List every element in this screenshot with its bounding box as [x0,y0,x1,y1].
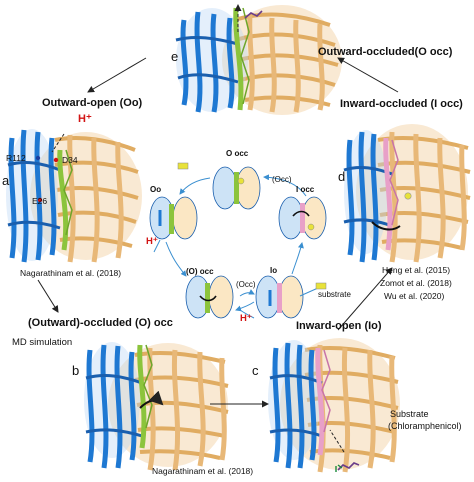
stage-inward-occluded: Inward-occluded (I occ) [340,98,463,110]
protein-structure-d [343,124,471,263]
protein-structure-a [6,129,142,263]
stage-inward-open: Inward-open (Io) [296,320,382,332]
panel-letter-e: e [171,49,179,64]
substrate-label-line2: (Chloramphenicol) [388,421,462,431]
cycle-state-io [255,275,304,319]
cycle-state-o-occ-bottom [185,275,234,319]
cycle-label-io: Io [270,266,278,275]
cycle-label-o-occ-bottom: (O) occ [186,267,214,276]
panel-letter-c: c [252,363,259,378]
protein-structure-c [268,338,400,473]
residue-d34: D34 [62,155,78,165]
stage-outward-open: Outward-open (Oo) [42,97,143,109]
cycle-label-o-occ: O occ [226,149,249,158]
protein-structure-e [175,4,342,115]
panel-letter-a: a [2,173,10,188]
proton-label-a: H⁺ [78,113,92,125]
proton-label-cycle-left: H⁺ [146,236,158,247]
cycle-label-i-occ: I occ [296,185,315,194]
reference-wu: Wu et al. (2020) [384,291,445,301]
residue-r112: R112 [6,153,26,163]
substrate-label-line1: Substrate [390,409,429,419]
proton-label-cycle-bottom: H⁺ [240,313,252,324]
cycle-label-substrate: substrate [318,290,351,299]
transport-cycle [149,162,327,319]
stage-outward-occluded-top: Outward-occluded(O occ) [318,46,453,58]
reference-heng: Heng et al. (2015) [382,265,451,275]
cycle-label-oo: Oo [150,185,162,194]
residue-e26: E26 [32,196,48,206]
protein-structure-b [84,342,229,471]
cycle-label-occ-bottom: (Occ) [236,280,256,289]
cycle-state-o-occ [212,166,261,210]
panel-letter-b: b [72,363,80,378]
cycle-state-i-occ [278,196,327,240]
reference-nagarathinam-b: Nagarathinam et al. (2018) [152,466,254,476]
reference-zomot: Zomot et al. (2018) [380,278,452,288]
cycle-state-oo [149,196,198,240]
panel-letter-d: d [338,169,346,184]
cycle-label-occ-right: (Occ) [272,175,292,184]
stage-outward-occluded-mid: (Outward)-occluded (O) occ [28,317,173,329]
md-simulation-label: MD simulation [12,337,73,348]
reference-nagarathinam-a: Nagarathinam et al. (2018) [20,268,122,278]
transition-arrows [37,57,399,408]
